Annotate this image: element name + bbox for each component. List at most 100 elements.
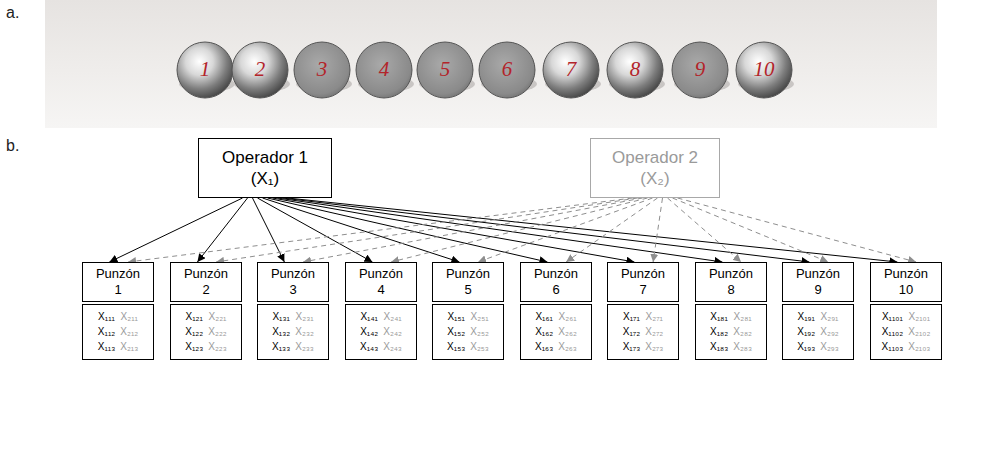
punch-number: 4 [379,59,390,80]
measurement-value: X₁₂₂ [185,326,203,338]
measurement-box: X₁₇₁X₂₇₁X₁₇₂X₂₇₂X₁₇₃X₂₇₃ [607,304,679,360]
punch-label: Punzón 3 [267,266,319,297]
measurement-value: X₁₅₂ [447,326,465,338]
measurement-value: X₂₈₁ [733,311,752,323]
measurement-value: X₁₁₁ [98,311,116,323]
measurement-value: X₂₆₃ [558,341,577,353]
measurement-value: X₂₄₃ [383,341,402,353]
measurement-value: X₁₇₁ [623,311,641,323]
operator-box: Operador 2 (X₂) [590,138,720,198]
connector-arrow [278,198,723,262]
measurement-value: X₁₈₃ [710,341,728,353]
connector-arrow [668,198,742,262]
measurement-value: X₁₃₁ [272,311,290,323]
punch-number: 6 [502,59,513,80]
punch-label: Punzón 5 [442,266,494,297]
punch-number: 7 [566,59,577,80]
punch-number: 8 [630,59,641,80]
measurement-value: X₁₅₁ [447,311,465,323]
panel-letter: a. [6,4,19,22]
punch-number: 5 [440,59,451,80]
operator-box: Operador 1 (X₁) [198,138,332,198]
measurement-value: X₁₆₂ [535,326,553,338]
measurement-box: X₁₁₀₁ X₂₁₀₁ X₁₁₀₂ X₂₁₀₂ X₁₁₀₃ X₂₁₀₃ [870,304,942,360]
measurement-value: X₂₂₃ [208,341,227,353]
measurement-value: X₁₉₁ [797,311,815,323]
measurement-value: X₂₈₂ [733,326,752,338]
measurement-value: X₂₁₀₁ [908,311,930,323]
punch-number: 1 [200,59,211,80]
measurement-value: X₁₁₂ [98,326,116,338]
punch-number: 2 [255,59,266,80]
measurement-value: X₁₃₂ [272,326,290,338]
measurement-value: X₁₇₂ [623,326,641,338]
measurement-value: X₂₃₁ [295,311,314,323]
connector-arrow [673,198,829,262]
measurement-value: X₂₁₀₂ [908,326,930,338]
measurement-value: X₁₄₂ [360,326,378,338]
measurement-value: X₂₁₃ [120,341,138,353]
punch-label: Punzón 9 [792,266,844,297]
measurement-value: X₁₆₁ [535,311,553,323]
measurement-value: X₂₂₂ [208,326,227,338]
measurement-box: X₁₂₁X₂₂₁X₁₂₂X₂₂₂X₁₂₃X₂₂₃ [170,304,242,360]
punch-label: Punzón 4 [355,266,407,297]
measurement-box: X₁₄₁X₂₄₁X₁₄₂X₂₄₂X₁₄₃X₂₄₃ [345,304,417,360]
punch-label: Punzón 1 [92,266,144,297]
measurement-value: X₂₈₃ [733,341,752,353]
punch-number: 10 [754,59,775,80]
punch-number: 9 [695,59,706,80]
measurement-value: X₁₁₃ [98,341,116,353]
punch-box: Punzón 1 [82,262,154,302]
measurement-value: X₁₁₀₃ [882,341,904,353]
operator-label: Operador 2 (X₂) [605,147,705,190]
measurement-value: X₁₈₂ [710,326,728,338]
punch-box: Punzón 7 [607,262,679,302]
connector-arrow [478,198,652,262]
measurement-value: X₂₇₃ [645,341,663,353]
measurement-value: X₂₄₁ [383,311,402,323]
measurement-value: X₂₆₂ [558,326,577,338]
measurement-value: X₂₃₃ [295,341,314,353]
punch-box: Punzón 10 [870,262,942,302]
connector-arrow [128,198,632,262]
measurement-value: X₁₇₃ [623,341,641,353]
punch-box: Punzón 2 [170,262,242,302]
measurement-value: X₂₉₃ [820,341,839,353]
measurement-box: X₁₆₁X₂₆₁X₁₆₂X₂₆₂X₁₆₃X₂₆₃ [520,304,592,360]
measurement-value: X₁₈₁ [710,311,728,323]
measurement-value: X₁₁₀₂ [882,326,904,338]
measurement-value: X₂₂₁ [208,311,227,323]
connector-arrow [391,198,647,262]
measurement-value: X₂₉₂ [820,326,839,338]
punch-faces [177,42,794,98]
measurement-box: X₁₁₁X₂₁₁X₁₁₂X₂₁₂X₁₁₃X₂₁₃ [82,304,154,360]
operator-label: Operador 1 (X₁) [215,147,315,190]
measurement-box: X₁₅₁X₂₅₁X₁₅₂X₂₅₂X₁₅₃X₂₅₃ [432,304,504,360]
measurement-value: X₁₃₃ [272,341,290,353]
measurement-value: X₂₇₁ [645,311,663,323]
measurement-value: X₂₁₀₃ [908,341,930,353]
connector-arrow [216,198,637,262]
measurement-value: X₂₉₁ [820,311,839,323]
punch-label: Punzón 2 [180,266,232,297]
punch-label: Punzón 10 [880,266,932,297]
measurement-box: X₁₈₁ X₂₈₁ X₁₈₂ X₂₈₂ X₁₈₃ X₂₈₃ [695,304,767,360]
measurement-value: X₁₁₀₁ [882,311,904,323]
measurement-value: X₁₄₁ [360,311,378,323]
panel-letter: b. [6,137,19,155]
measurement-value: X₁₉₃ [797,341,815,353]
punch-box: Punzón 5 [432,262,504,302]
measurement-value: X₂₅₁ [470,311,489,323]
punch-label: Punzón 7 [617,266,669,297]
measurement-value: X₁₆₃ [535,341,553,353]
measurement-box: X₁₉₁X₂₉₁X₁₉₂X₂₉₂X₁₉₃X₂₉₃ [782,304,854,360]
measurement-value: X₁₂₃ [185,341,203,353]
connector-arrow [197,198,247,262]
connector-arrow [566,198,657,262]
punch-box: Punzón 6 [520,262,592,302]
measurement-value: X₂₅₃ [470,341,489,353]
measurement-value: X₂₄₂ [383,326,402,338]
